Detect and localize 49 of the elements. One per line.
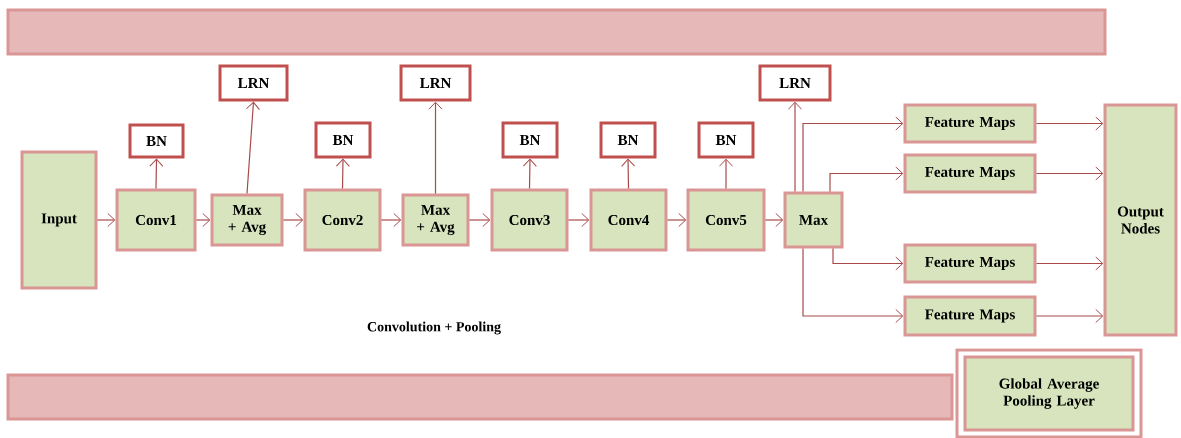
norm-box: BN [599,121,657,159]
layer-box: Max + Avg [401,193,470,247]
layer-box: Feature Maps [903,295,1037,337]
norm-box: BN [501,121,559,159]
norm-box: BN [314,121,372,159]
norm-box: BN [128,123,185,159]
pooling-box: Global Average Pooling Layer [955,348,1143,438]
layer-box: Conv3 [490,188,569,252]
arrow [1035,309,1104,323]
arrow [829,166,904,193]
arrow [764,213,784,227]
arrow [567,213,590,227]
arrow [621,158,636,190]
layer-box: Conv4 [589,188,668,252]
arrow [802,247,904,323]
arrow [802,116,904,193]
arrow [282,213,304,227]
layer-box: Conv2 [303,188,382,252]
arrow [468,213,491,227]
norm-box: LRN [399,64,472,102]
layer-box: Feature Maps [903,243,1037,284]
arrow [1035,166,1104,181]
layer-box: Max + Avg [210,193,284,247]
band [6,373,954,421]
arrow [666,213,687,227]
layer-box: Feature Maps [903,153,1037,194]
arrow [788,101,802,193]
arrow [1035,116,1104,131]
arrow [428,101,443,195]
arrow [149,158,164,190]
layer-box: Input [20,150,98,290]
arrow [719,158,733,190]
band [6,8,1107,56]
arrow [1035,256,1104,271]
layer-box: Output Nodes [1103,103,1178,337]
arrow [246,101,260,195]
layer-box: Conv1 [115,188,197,252]
arrow [380,213,402,227]
layer-box: Max [783,191,844,249]
layer-box: Feature Maps [903,103,1037,144]
arrow [832,247,904,271]
layer-box: Conv5 [686,188,766,252]
arrow [335,158,350,190]
norm-box: BN [697,121,755,159]
section-label: Convolution + Pooling [367,321,501,335]
norm-box: LRN [218,64,289,102]
arrow [96,213,116,227]
arrow [522,158,537,190]
norm-box: LRN [758,64,832,102]
